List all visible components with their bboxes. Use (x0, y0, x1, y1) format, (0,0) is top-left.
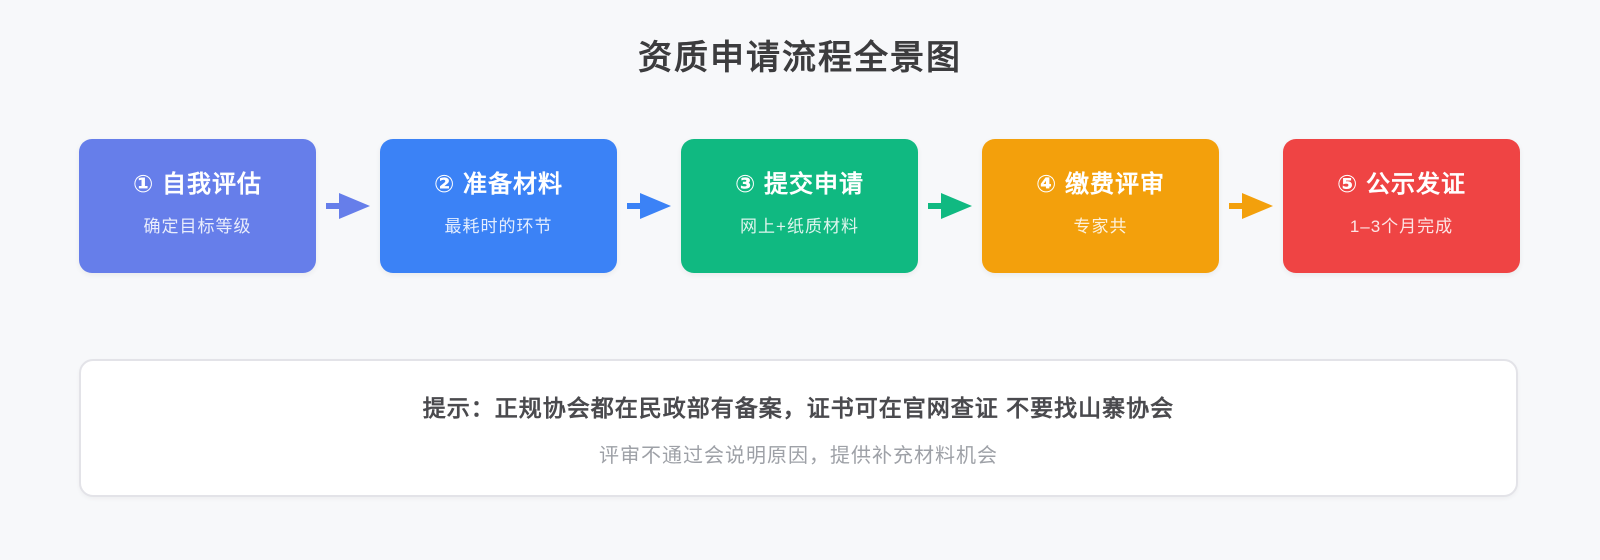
arrow-right-icon (627, 191, 671, 221)
step-self-assessment: ① 自我评估 确定目标等级 (79, 139, 316, 273)
step-subtitle: 网上+纸质材料 (740, 216, 859, 236)
step-subtitle: 确定目标等级 (143, 216, 252, 236)
step-submit-application: ③ 提交申请 网上+纸质材料 (681, 139, 918, 273)
step-title: ① 自我评估 (133, 170, 262, 198)
page-title: 资质申请流程全景图 (638, 39, 962, 77)
step-title: ④ 缴费评审 (1036, 170, 1165, 198)
notice-card: 提示：正规协会都在民政部有备案，证书可在官网查证 不要找山寨协会 评审不通过会说… (79, 359, 1518, 497)
process-flow: ① 自我评估 确定目标等级 ② 准备材料 最耗时的环节 ③ 提交申请 网上+纸质… (79, 139, 1520, 273)
step-payment-review: ④ 缴费评审 专家共 (982, 139, 1219, 273)
step-prepare-materials: ② 准备材料 最耗时的环节 (380, 139, 617, 273)
step-title: ③ 提交申请 (735, 170, 864, 198)
step-subtitle: 1–3个月完成 (1349, 216, 1454, 236)
step-title: ② 准备材料 (434, 170, 563, 198)
notice-main-text: 提示：正规协会都在民政部有备案，证书可在官网查证 不要找山寨协会 (422, 394, 1175, 421)
step-title: ⑤ 公示发证 (1337, 170, 1466, 198)
arrow-right-icon (326, 191, 370, 221)
step-subtitle: 最耗时的环节 (444, 216, 553, 236)
notice-sub-text: 评审不通过会说明原因，提供补充材料机会 (599, 444, 998, 467)
step-subtitle: 专家共 (1073, 216, 1128, 236)
arrow-right-icon (928, 191, 972, 221)
arrow-right-icon (1229, 191, 1273, 221)
step-publicize-certificate: ⑤ 公示发证 1–3个月完成 (1283, 139, 1520, 273)
